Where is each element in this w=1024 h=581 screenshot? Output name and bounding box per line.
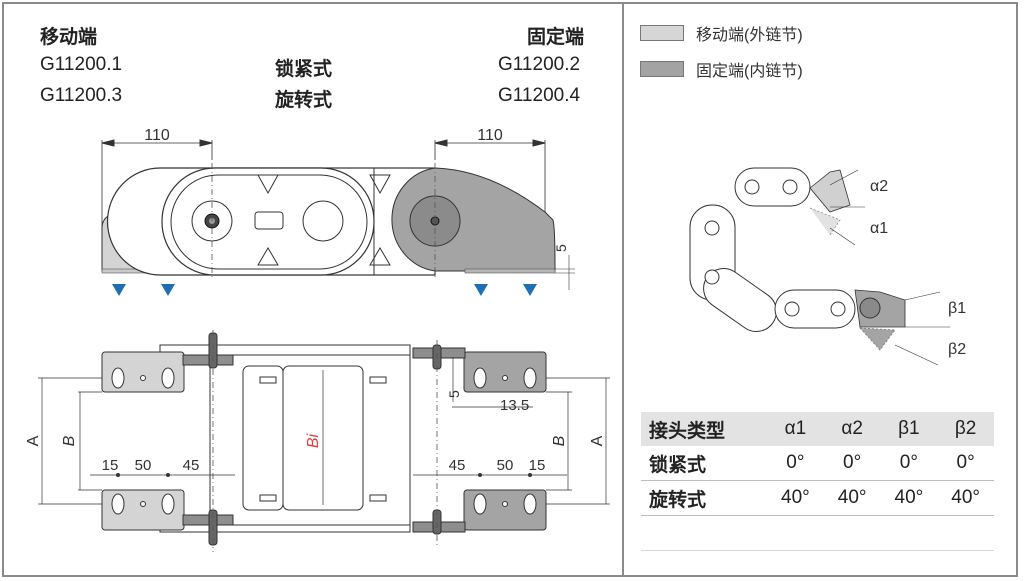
mount-marker-icon xyxy=(112,284,126,296)
angle-label-alpha1: α1 xyxy=(870,220,888,237)
mount-marker-icon xyxy=(161,284,175,296)
angle-table: 接头类型 α1 α2 β1 β2 锁紧式 0° 0° 0° 0° 旋转式 40°… xyxy=(641,412,994,551)
legend-swatch-light xyxy=(640,25,684,41)
table-cell-type: 锁紧式 xyxy=(641,446,767,481)
dim-height-5: 5 xyxy=(553,244,569,252)
top-view-drawing: A B A B Bi 15 50 45 45 50 15 5 13.5 xyxy=(25,330,610,552)
table-cell: 0° xyxy=(823,446,881,481)
dim-left-50: 50 xyxy=(135,457,152,474)
type-rotating: 旋转式 xyxy=(275,90,333,111)
legend-item-moving: 移动端(外链节) xyxy=(640,21,803,45)
legend-item-fixed: 固定端(内链节) xyxy=(640,57,803,81)
moving-end-title: 移动端 xyxy=(40,27,98,48)
type-locking: 锁紧式 xyxy=(275,59,333,80)
mount-marker-icon xyxy=(474,284,488,296)
table-header-row: 接头类型 α1 α2 β1 β2 xyxy=(641,412,994,446)
table-header-cell: α2 xyxy=(823,412,881,446)
dim-slot-5: 5 xyxy=(446,390,462,398)
dim-right-50: 50 xyxy=(497,457,514,474)
table-cell: 0° xyxy=(767,446,824,481)
fixed-end-title: 固定端 xyxy=(527,27,585,48)
dim-slot-13-5: 13.5 xyxy=(500,397,529,414)
angle-label-alpha2: α2 xyxy=(870,178,888,195)
legend-label: 固定端(内链节) xyxy=(696,63,803,80)
table-row: 旋转式 40° 40° 40° 40° xyxy=(641,480,994,516)
dim-label-B-left: B xyxy=(61,435,78,446)
table-cell: 40° xyxy=(767,480,824,516)
angle-diagram: α2 α1 β1 β2 xyxy=(689,167,966,366)
part-number-moving-1: G11200.1 xyxy=(40,54,123,75)
dim-left-110: 110 xyxy=(144,127,170,144)
table-header-cell: β1 xyxy=(880,412,938,446)
angle-label-beta1: β1 xyxy=(948,300,966,317)
dim-right-15: 15 xyxy=(529,457,546,474)
table-cell-type: 旋转式 xyxy=(641,480,767,516)
dim-right-110: 110 xyxy=(477,127,503,144)
dim-right-45: 45 xyxy=(449,457,466,474)
part-number-fixed-2: G11200.4 xyxy=(498,85,581,106)
panel-divider xyxy=(622,2,624,577)
side-view-drawing: 110 110 5 xyxy=(101,127,575,296)
dim-left-15: 15 xyxy=(102,457,119,474)
angle-label-beta2: β2 xyxy=(948,341,966,358)
dim-label-A-left: A xyxy=(25,435,42,446)
dim-label-Bi: Bi xyxy=(305,433,322,448)
table-cell: 40° xyxy=(880,480,938,516)
table-row: 锁紧式 0° 0° 0° 0° xyxy=(641,446,994,481)
table-cell: 0° xyxy=(937,446,994,481)
part-number-moving-2: G11200.3 xyxy=(40,85,123,106)
table-cell: 40° xyxy=(823,480,881,516)
table-header-cell: β2 xyxy=(937,412,994,446)
table-empty-row xyxy=(641,515,994,551)
part-number-fixed-1: G11200.2 xyxy=(498,54,581,75)
table-header-cell: 接头类型 xyxy=(641,412,767,446)
mount-marker-icon xyxy=(523,284,537,296)
dim-label-A-right: A xyxy=(589,435,606,446)
table-cell: 0° xyxy=(880,446,938,481)
table-cell: 40° xyxy=(937,480,994,516)
legend-label: 移动端(外链节) xyxy=(696,27,803,44)
dim-label-B-right: B xyxy=(551,435,568,446)
legend-swatch-dark xyxy=(640,61,684,77)
dim-left-45: 45 xyxy=(183,457,200,474)
table-header-cell: α1 xyxy=(767,412,824,446)
